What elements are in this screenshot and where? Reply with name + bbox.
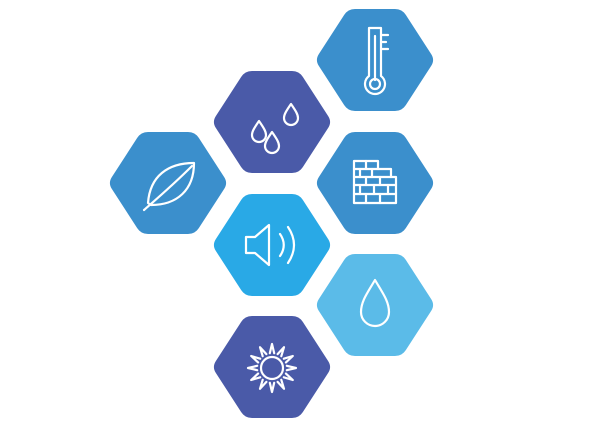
hexagon-water-drop — [316, 254, 434, 356]
sun-ray — [282, 372, 294, 382]
speaker-sound-icon — [244, 223, 296, 267]
sun-ray — [268, 381, 276, 394]
sun-ray — [285, 364, 298, 372]
hexagon-sun — [213, 316, 331, 418]
water-drop-tile — [316, 254, 434, 356]
sun-ray — [268, 342, 276, 355]
sun-ray — [246, 364, 259, 372]
sun-rays — [246, 342, 298, 394]
sun-ray — [276, 346, 286, 358]
water-drop-icon — [359, 278, 391, 328]
thermometer-icon — [363, 26, 390, 96]
hexagon-speaker — [213, 194, 331, 296]
sun-icon — [246, 342, 298, 394]
sun-ray — [258, 378, 268, 390]
leaf-icon — [142, 161, 196, 212]
hexagon-raindrops — [213, 71, 331, 173]
thermometer-tile — [316, 9, 434, 111]
raindrops-icon — [250, 102, 300, 155]
sun-ray — [276, 378, 286, 390]
hexagon-brick-wall — [316, 132, 434, 234]
brick-wall-icon — [352, 159, 398, 205]
sun-ray — [250, 372, 262, 382]
raindrops-tile — [213, 71, 331, 173]
hexagon-leaf — [109, 132, 227, 234]
sun-ray — [258, 346, 268, 358]
sun-ray — [282, 354, 294, 364]
sun-tile — [213, 316, 331, 418]
sun-ray — [250, 354, 262, 364]
speaker-tile — [213, 194, 331, 296]
brick-wall-tile — [316, 132, 434, 234]
leaf-tile — [109, 132, 227, 234]
